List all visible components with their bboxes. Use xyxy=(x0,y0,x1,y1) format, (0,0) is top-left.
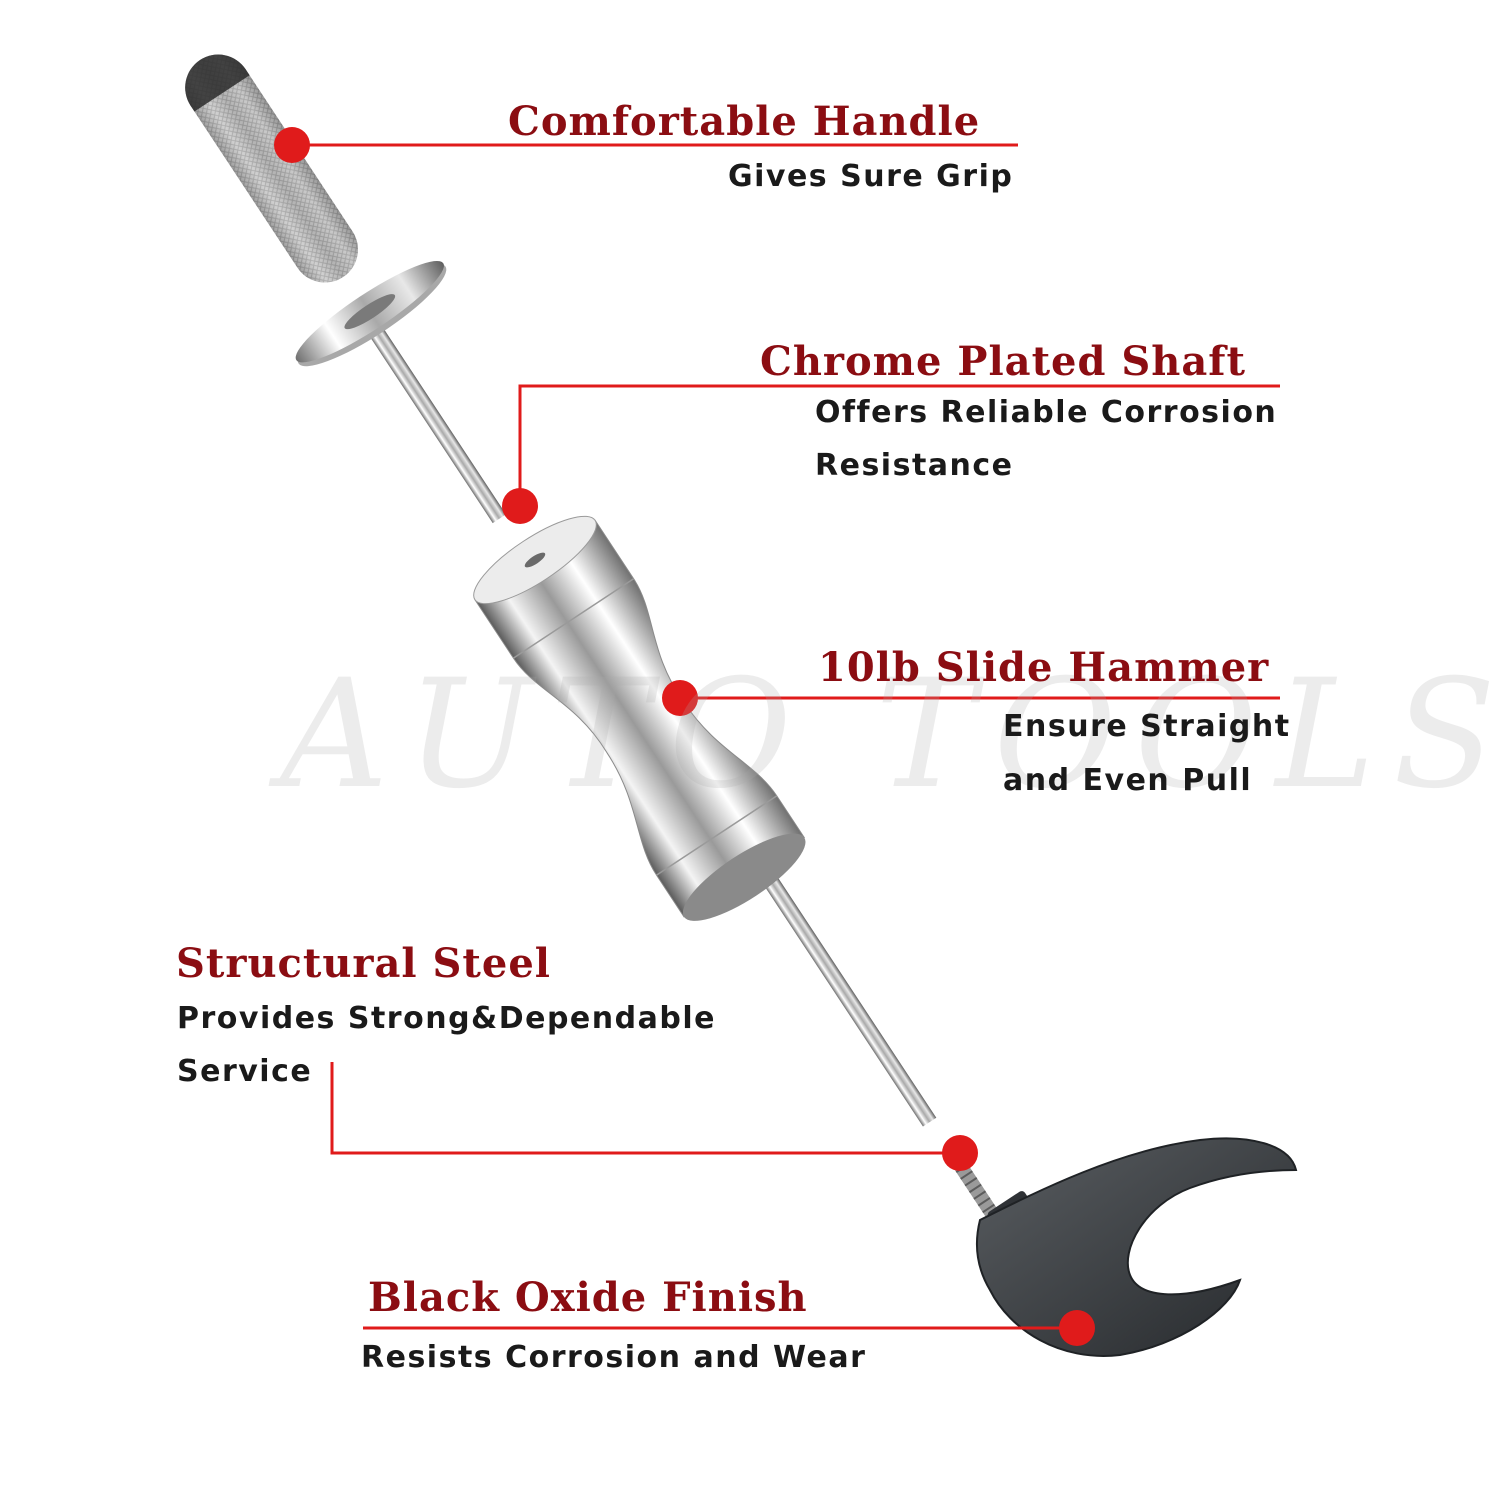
feature-desc-steel-line2: Service xyxy=(177,1054,313,1089)
watermark-text: AUTO TOOLS xyxy=(280,648,1500,822)
upper-shaft xyxy=(368,325,507,524)
slide-hammer-weight xyxy=(473,515,806,921)
feature-title-finish: Black Oxide Finish xyxy=(368,1274,808,1321)
callout-dot-hammer xyxy=(662,680,698,716)
feature-desc-shaft-line2: Resistance xyxy=(815,448,1014,483)
handle-flange xyxy=(295,260,447,367)
callout-lines xyxy=(292,143,1280,1330)
feature-title-shaft: Chrome Plated Shaft xyxy=(760,338,1246,385)
knurled-handle xyxy=(185,54,358,283)
feature-title-hammer: 10lb Slide Hammer xyxy=(818,644,1270,691)
feature-desc-finish: Resists Corrosion and Wear xyxy=(361,1340,867,1375)
callout-line-steel xyxy=(330,1062,960,1155)
feature-desc-hammer-line2: and Even Pull xyxy=(1003,763,1253,798)
feature-desc-handle: Gives Sure Grip xyxy=(728,159,1014,194)
callout-dot-shaft xyxy=(502,488,538,524)
axle-puller-fork xyxy=(976,1137,1298,1357)
callout-line-shaft xyxy=(518,384,1280,506)
lower-shaft xyxy=(763,875,937,1127)
callout-dot-handle xyxy=(274,127,310,163)
feature-desc-hammer-line1: Ensure Straight xyxy=(1003,709,1291,744)
feature-desc-steel-line1: Provides Strong&Dependable xyxy=(177,1001,716,1036)
feature-title-handle: Comfortable Handle xyxy=(508,98,981,145)
callout-dots xyxy=(274,127,1095,1346)
callout-dot-steel xyxy=(942,1135,978,1171)
feature-title-steel: Structural Steel xyxy=(176,940,552,987)
feature-desc-shaft-line1: Offers Reliable Corrosion xyxy=(815,395,1278,430)
callout-dot-finish xyxy=(1059,1310,1095,1346)
